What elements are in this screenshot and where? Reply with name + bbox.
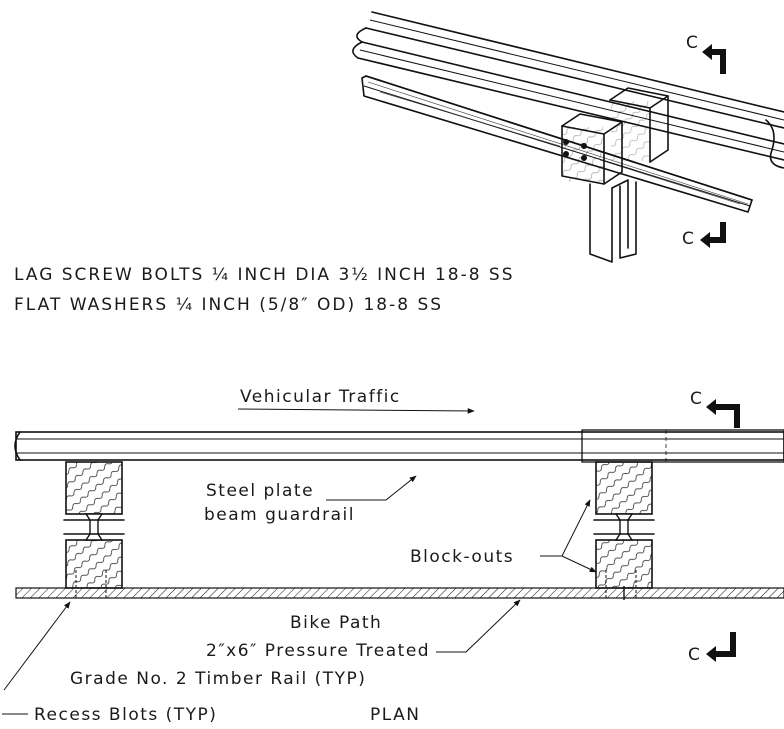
- blockouts-leader-upper: [540, 499, 591, 557]
- plan-steel-guardrail: [14, 429, 784, 463]
- timber-leader: [436, 599, 521, 653]
- guardrail-label-2: beam guardrail: [204, 505, 355, 525]
- blockout-left-lower: [65, 539, 123, 589]
- iso-steel-post: [589, 179, 637, 263]
- plan-post-right: [593, 461, 655, 600]
- blockout-left-upper: [65, 461, 123, 515]
- iso-blockout-rear: [609, 87, 669, 163]
- iso-steel-guardrail: [352, 11, 784, 169]
- recess-leader: [3, 601, 71, 691]
- section-arrow-icon: [706, 632, 736, 662]
- plan-section-marker-top: C: [690, 389, 740, 428]
- timber-label-1: 2″x6″ Pressure Treated: [206, 641, 430, 661]
- timber-label-2: Grade No. 2 Timber Rail (TYP): [70, 669, 366, 689]
- isometric-detail: C C: [352, 11, 784, 263]
- plan-section-marker-bottom: C: [688, 632, 736, 665]
- lag-screw-note: LAG SCREW BOLTS ¼ INCH DIA 3½ INCH 18-8 …: [14, 265, 515, 285]
- guardrail-label-1: Steel plate: [206, 481, 314, 501]
- section-arrow-icon: [702, 44, 726, 74]
- recess-label: Recess Blots (TYP): [34, 705, 217, 725]
- iso-blockout-front: [561, 113, 623, 185]
- plan-view: Vehicular Traffic C: [2, 387, 784, 725]
- blockouts-label: Block-outs: [410, 547, 514, 567]
- blockout-right-lower: [595, 539, 653, 589]
- iso-section-marker-top: C: [686, 33, 726, 74]
- washer-note: FLAT WASHERS ¼ INCH (5/8″ OD) 18-8 SS: [14, 295, 443, 315]
- steel-post-left: [84, 513, 104, 541]
- traffic-arrow-icon: [237, 408, 475, 414]
- view-title: PLAN: [370, 705, 420, 725]
- section-arrow-icon: [700, 222, 726, 248]
- blockouts-leader-lower: [540, 555, 597, 573]
- section-label-c: C: [682, 229, 695, 249]
- plan-post-left: [63, 461, 125, 600]
- section-label-c: C: [690, 389, 703, 409]
- blockout-right-upper: [595, 461, 653, 515]
- section-arrow-icon: [706, 399, 740, 428]
- section-label-c: C: [688, 645, 701, 665]
- guardrail-leader: [326, 475, 417, 501]
- traffic-label: Vehicular Traffic: [240, 387, 401, 407]
- plan-timber-rail: [15, 587, 784, 599]
- iso-section-marker-bottom: C: [682, 222, 726, 249]
- bike-path-label: Bike Path: [290, 613, 382, 633]
- steel-post-right: [614, 513, 634, 541]
- section-label-c: C: [686, 33, 699, 53]
- iso-timber-rail: [361, 75, 753, 213]
